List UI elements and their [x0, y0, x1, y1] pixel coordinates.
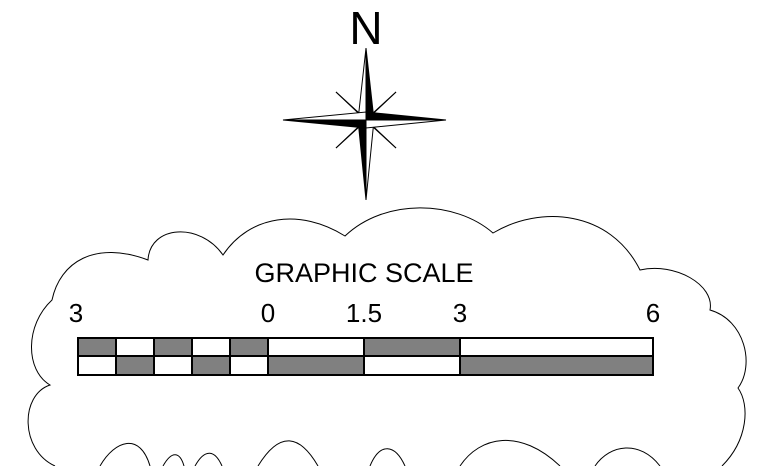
scale-segment [191, 337, 231, 357]
scale-title: GRAPHIC SCALE [254, 258, 473, 288]
scale-segment [229, 355, 269, 376]
scale-segment [115, 355, 155, 376]
scale-segment [77, 337, 117, 357]
scale-tick-label: 3 [69, 298, 83, 328]
scale-segment [363, 337, 461, 357]
scale-tick-label: 1.5 [346, 298, 382, 328]
scale-segment [77, 355, 117, 376]
scale-tick-label: 0 [261, 298, 275, 328]
scale-segment [191, 355, 231, 376]
compass-rose-icon [282, 47, 447, 201]
scale-segment [153, 355, 193, 376]
north-arrow: N [282, 2, 447, 201]
scale-bar [77, 337, 654, 376]
scale-segment [229, 337, 269, 357]
scale-segment [363, 355, 461, 376]
north-label: N [349, 2, 382, 54]
scale-tick-label: 3 [453, 298, 467, 328]
scale-segment [115, 337, 155, 357]
scale-segment [267, 355, 365, 376]
scale-tick-label: 6 [646, 298, 660, 328]
scale-segment [459, 337, 654, 357]
scale-segment [459, 355, 654, 376]
cloud-bottom-bumps [99, 440, 661, 466]
scale-segment [267, 337, 365, 357]
cloud-outline [27, 207, 747, 466]
graphic-scale: GRAPHIC SCALE 3 0 1.5 3 6 [69, 258, 660, 376]
scale-segment [153, 337, 193, 357]
